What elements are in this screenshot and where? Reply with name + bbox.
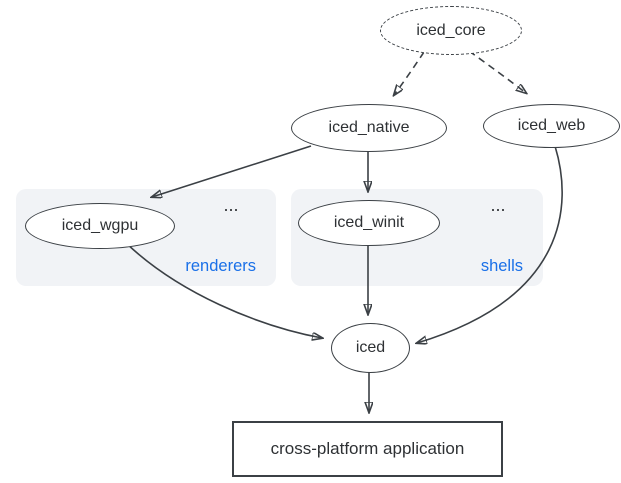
node-cross-platform-application-label: cross-platform application [270,439,465,458]
shells-ellipsis: ... [490,195,506,215]
node-cross-platform-application: cross-platform application [232,421,503,477]
node-iced: iced [331,323,410,373]
node-iced-label: iced [355,339,386,356]
node-iced-winit-label: iced_winit [333,214,405,231]
edge-iced-core-to-iced-web [468,50,526,93]
node-iced-native-label: iced_native [328,119,410,136]
renderers-ellipsis: ... [223,195,239,215]
renderers-group-label: renderers [185,257,256,275]
node-iced-core: iced_core [380,6,522,55]
node-iced-core-label: iced_core [416,21,486,39]
node-iced-web: iced_web [483,104,620,148]
node-iced-native: iced_native [291,104,447,152]
node-iced-winit: iced_winit [298,200,440,246]
node-iced-wgpu-label: iced_wgpu [61,217,139,234]
shells-group-label: shells [480,257,523,275]
node-iced-wgpu: iced_wgpu [25,203,175,249]
node-iced-web-label: iced_web [517,117,586,134]
edge-iced-core-to-iced-native [394,51,425,95]
